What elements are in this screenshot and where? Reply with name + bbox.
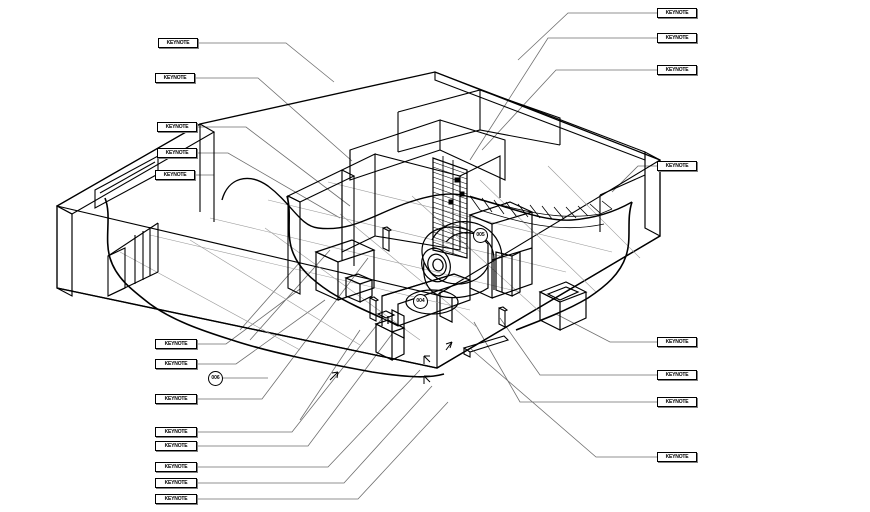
interior-partitions <box>286 89 561 295</box>
keynote-tag-left-6[interactable]: KEYNOTE <box>155 339 197 349</box>
keynote-tag-left-11[interactable]: KEYNOTE <box>155 462 197 472</box>
keynote-tag-left-9[interactable]: KEYNOTE <box>155 427 197 437</box>
bubble-tag-006[interactable]: 006 <box>208 371 223 386</box>
keynote-tag-right-7[interactable]: KEYNOTE <box>657 397 697 407</box>
bubble-tag-004[interactable]: 004 <box>413 294 428 309</box>
floor-cabinet-right <box>538 281 588 331</box>
right-wall-curved-edge <box>515 201 633 331</box>
keynote-tag-left-1[interactable]: KEYNOTE <box>158 38 198 48</box>
scanner-gantry <box>421 221 503 299</box>
right-perimeter-wall <box>434 71 661 237</box>
keynote-tag-left-7[interactable]: KEYNOTE <box>155 359 197 369</box>
keynote-tag-left-3[interactable]: KEYNOTE <box>157 122 197 132</box>
keynote-tag-left-8[interactable]: KEYNOTE <box>155 394 197 404</box>
keynote-tag-right-2[interactable]: KEYNOTE <box>657 33 697 43</box>
ceiling-duct-grid <box>469 195 613 229</box>
partition-curved-edge <box>286 195 383 319</box>
keynote-tag-right-8[interactable]: KEYNOTE <box>657 452 697 462</box>
keynote-tag-right-6[interactable]: KEYNOTE <box>657 370 697 380</box>
keynote-tag-left-5[interactable]: KEYNOTE <box>155 170 195 180</box>
keynote-tag-left-13[interactable]: KEYNOTE <box>155 494 197 504</box>
annotation-arrows <box>329 341 453 384</box>
bubble-tag-005[interactable]: 005 <box>473 228 488 243</box>
pedestal-unit <box>374 310 406 361</box>
control-cabinet <box>468 201 534 299</box>
left-counter-bench <box>314 239 376 303</box>
floor-recess <box>462 335 510 358</box>
keynote-tag-right-3[interactable]: KEYNOTE <box>657 65 697 75</box>
keynote-tag-right-1[interactable]: KEYNOTE <box>657 8 697 18</box>
keynote-tag-left-4[interactable]: KEYNOTE <box>157 148 197 158</box>
left-perimeter-wall <box>55 123 216 297</box>
keynote-tag-right-5[interactable]: KEYNOTE <box>657 337 697 347</box>
keynote-tag-left-10[interactable]: KEYNOTE <box>155 441 197 451</box>
left-wall-curved-edge <box>104 197 445 378</box>
keynote-tag-right-4[interactable]: KEYNOTE <box>657 161 697 171</box>
keynote-tag-left-2[interactable]: KEYNOTE <box>155 73 195 83</box>
ceiling-fixtures <box>448 177 465 205</box>
keynote-tag-left-12[interactable]: KEYNOTE <box>155 478 197 488</box>
wall-louver-panel <box>432 156 468 259</box>
slim-posts <box>369 226 509 328</box>
leader-lines <box>195 12 657 500</box>
